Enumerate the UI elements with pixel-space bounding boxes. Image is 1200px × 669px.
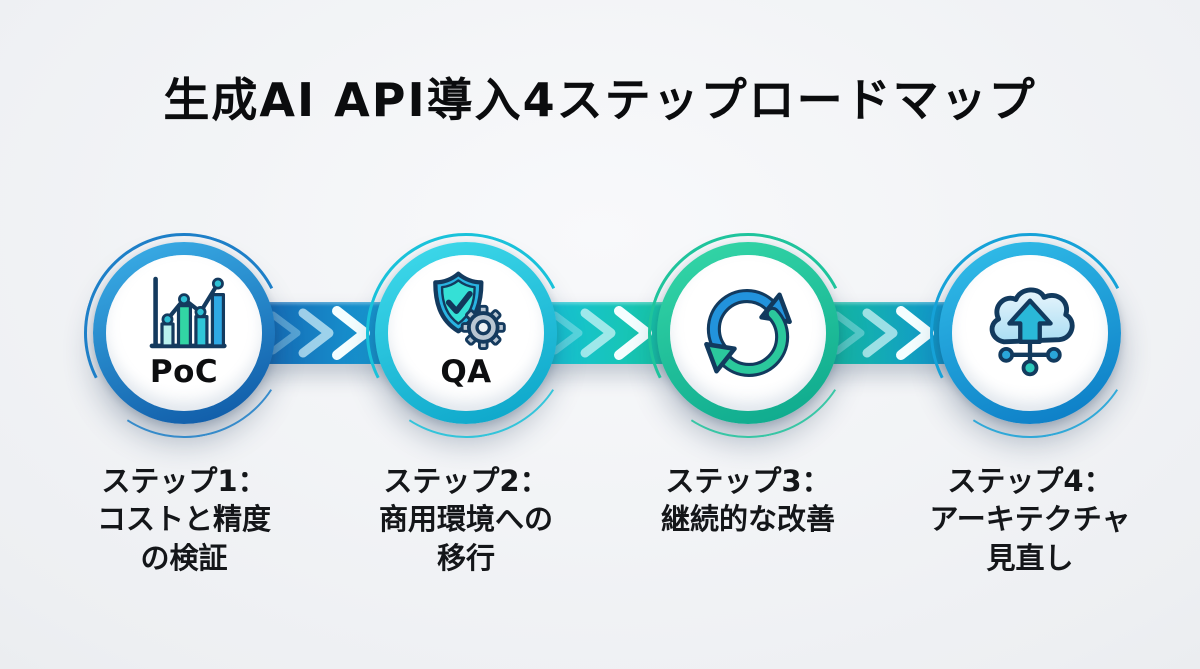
step-caption-2: ステップ2： 商用環境への 移行 [378,464,553,575]
cloud-upload-network-icon [989,287,1075,377]
step-node-1: PoC [93,242,275,424]
step-node-2: QA [375,242,557,424]
step-badge: QA [440,354,492,390]
step-caption-1: ステップ1： コストと精度 の検証 [96,464,271,575]
step-node-inner [670,255,826,411]
page-title: 生成AI API導入4ステップロードマップ [163,73,1037,127]
step-node-inner [106,255,262,411]
step-node-inner [388,255,544,411]
bar-chart-trend-icon [149,276,227,349]
step-badge: PoC [149,354,219,390]
shield-check-gear-icon [433,271,506,350]
step-caption-3: ステップ3： 継続的な改善 [660,464,835,537]
step-node-3 [657,242,839,424]
sync-arrows-icon [704,289,792,377]
step-node-4 [939,242,1121,424]
step-caption-4: ステップ4： アーキテクチャ 見直し [929,464,1131,575]
step-node-inner [952,255,1108,411]
